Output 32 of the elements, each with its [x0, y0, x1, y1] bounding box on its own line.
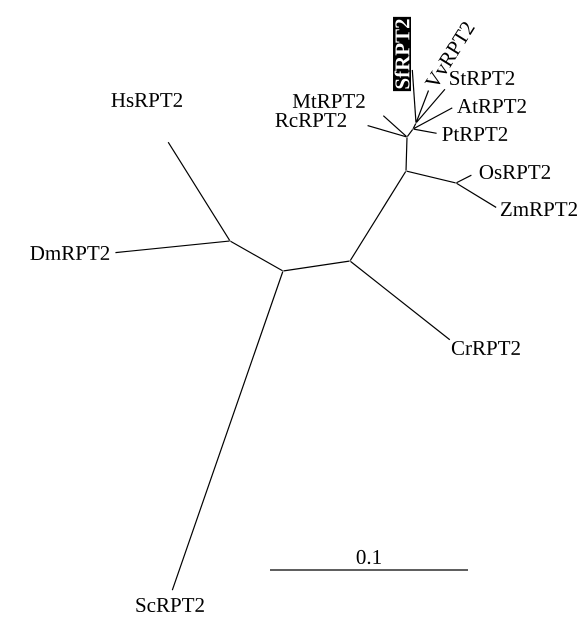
scale-label: 0.1 [356, 550, 381, 564]
tree-branch [405, 138, 408, 170]
taxon-label: DmRPT2 [30, 246, 110, 260]
tree-branch [350, 261, 450, 340]
tree-branch [456, 182, 496, 208]
tree-branch [172, 272, 284, 590]
tree-branch [416, 88, 446, 123]
tree-branch [406, 170, 456, 184]
taxon-label: ScRPT2 [136, 598, 204, 612]
tree-branch [115, 240, 230, 254]
tree-branch [367, 125, 406, 138]
taxon-label: AtRPT2 [457, 98, 526, 114]
tree-branch [407, 129, 413, 137]
taxon-label: ZmRPT2 [500, 202, 577, 216]
highlighted-label: SfRPT2 [393, 16, 411, 92]
tree-branch [413, 107, 453, 130]
taxon-label: HsRPT2 [111, 92, 182, 108]
taxon-label: OsRPT2 [480, 164, 550, 180]
taxon-label: CrRPT2 [452, 340, 520, 356]
taxon-label: RcRPT2 [275, 112, 346, 128]
tree-branch [412, 70, 417, 122]
tree-branch [412, 123, 416, 129]
taxon-label: PtRPT2 [442, 126, 508, 142]
tree-branch [382, 115, 407, 137]
tree-branch [416, 90, 430, 122]
tree-branch [456, 174, 472, 184]
tree-branch [230, 240, 283, 272]
tree-branch [284, 260, 350, 272]
taxon-label: MtRPT2 [292, 94, 365, 108]
tree-branch [350, 171, 406, 261]
tree-branch [414, 128, 437, 134]
tree-branch [168, 142, 230, 241]
